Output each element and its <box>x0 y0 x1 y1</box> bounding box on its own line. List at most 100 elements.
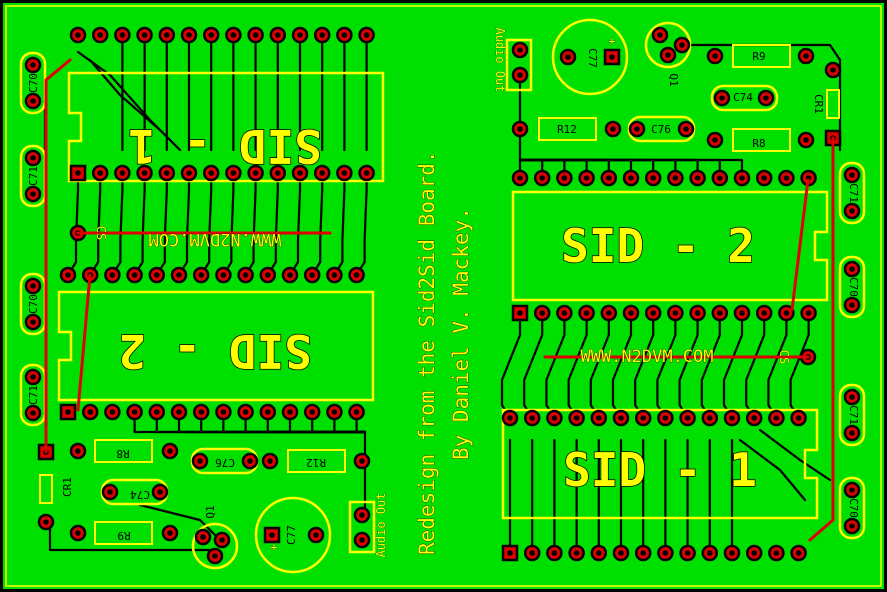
left-c71b-pad-hole <box>30 374 36 380</box>
right-r8-outline <box>732 128 791 152</box>
right-cr1-outline <box>826 89 840 119</box>
left-bus-trace <box>89 171 102 277</box>
right-c77-outline <box>551 18 629 96</box>
right-sid2-top-pin-hole <box>539 175 545 181</box>
right-sid2-bottom-pin-hole <box>539 310 545 316</box>
left-bus-trace <box>355 171 368 277</box>
right-r9-outline <box>732 44 791 68</box>
left-c77-pad-hole <box>269 532 275 538</box>
right-sid1-bottom-pin-hole <box>795 550 802 556</box>
left-c74-pad-hole <box>157 489 163 495</box>
left-sid2-top-pin-hole <box>109 272 116 278</box>
right-sid1-top-pin-hole <box>662 415 669 421</box>
right-q1-pad-hole <box>657 32 663 38</box>
left-cr1-pad-hole <box>43 519 49 525</box>
left-r12-label: R12 <box>306 456 326 469</box>
right-sid1-top-pin-hole <box>773 415 780 421</box>
left-chip1-label: SID - 1 <box>128 119 322 173</box>
left-sid2-top-pin-hole <box>265 272 271 278</box>
right-sid2-top-pin-hole <box>717 175 723 181</box>
left-c77-pad-hole <box>313 532 319 538</box>
right-c70b-pad-hole <box>849 523 855 529</box>
left-sid2-bottom-pin-hole <box>353 409 360 415</box>
right-sid2-bottom-pin-hole <box>694 310 701 316</box>
right-c70b-label: C70 <box>847 498 860 518</box>
left-r9-pad-hole <box>167 530 173 536</box>
right-audio-pad-hole <box>517 47 523 53</box>
left-r12-pad-hole <box>359 458 365 464</box>
left-c74-pad-hole <box>107 489 113 495</box>
left-r9-pad-hole <box>75 530 81 536</box>
left-c71b-pad-hole <box>30 410 36 416</box>
left-c70a-label: C70 <box>27 73 40 93</box>
left-c70a-pad-hole <box>30 98 36 104</box>
left-sid2-outline <box>57 290 375 402</box>
left-sid2-top-pin-hole <box>176 272 182 278</box>
left-sid1-bottom-pin-hole <box>75 170 81 176</box>
left-c77-outline <box>254 496 332 574</box>
left-sid1-bottom-pin-hole <box>252 170 259 176</box>
right-r9-pad-hole <box>803 53 809 59</box>
right-chip2-label: SID - 2 <box>561 219 755 273</box>
right-audio-pad-hole <box>517 72 523 78</box>
left-diag-trace <box>88 58 162 132</box>
left-bus-trace <box>244 171 257 277</box>
right-sid2-bottom-pin-hole <box>761 310 767 316</box>
right-sid2-bottom-pin-hole <box>561 310 568 316</box>
right-sid2-top-pin-hole <box>561 175 568 181</box>
left-c77-label: C77 <box>285 525 298 545</box>
left-sid1-bottom-pin-hole <box>319 170 326 176</box>
right-sid1-bottom-pin-hole <box>662 550 669 556</box>
left-sid2-top-pin-hole <box>131 272 138 278</box>
left-r8-pad-hole <box>75 448 81 454</box>
left-sid2-bottom-pin-hole <box>220 409 227 415</box>
left-q1-pad-hole <box>200 534 206 540</box>
left-audio-pad-hole <box>359 512 365 518</box>
right-sid1-top-pin-hole <box>729 415 735 421</box>
left-sid1-bottom-pin-hole <box>97 170 103 176</box>
right-q1-pad-hole <box>665 52 671 58</box>
left-cr1-label: CR1 <box>61 477 74 497</box>
right-url-label: WWW.N2DVM.COM <box>580 347 713 367</box>
left-sid2-top-pin-hole <box>65 272 71 278</box>
left-sid2-bottom-pin-hole <box>65 409 71 415</box>
left-sid1-top-pin-hole <box>275 32 281 38</box>
left-sid1-bottom-pin-hole <box>230 170 237 176</box>
right-audio-out-label: Audio Out <box>493 27 507 92</box>
left-sid1-bottom-pin-hole <box>208 170 214 176</box>
left-bus-trace <box>333 171 346 277</box>
left-sid2-bottom-pin-hole <box>331 409 338 415</box>
right-c71b-pad-hole <box>849 430 855 436</box>
right-diag-trace <box>758 428 832 482</box>
right-r8-pad-hole <box>803 137 809 143</box>
left-cs-label: CS <box>94 226 108 240</box>
left-sid1-top-pin-hole <box>119 32 126 38</box>
right-c71b-outline <box>838 383 866 447</box>
right-sid1-top-pin-hole <box>507 415 513 421</box>
left-sid1-top-pin-hole <box>230 32 237 38</box>
credits-line1: Redesign from the Sid2Sid Board. <box>415 150 439 555</box>
right-sid1-bottom-pin-hole <box>507 550 513 556</box>
right-c71a-label: C71 <box>847 183 860 203</box>
right-c74-pad-hole <box>763 95 769 101</box>
right-sid1-bottom-pin-hole <box>707 550 713 556</box>
left-sid1-bottom-pin-hole <box>164 170 170 176</box>
left-audio-out-label: Audio Out <box>374 492 388 557</box>
left-sid2-bottom-pin-hole <box>154 409 160 415</box>
left-bus-trace <box>222 171 235 277</box>
right-c74-outline <box>710 84 779 112</box>
left-sid1-bottom-pin-hole <box>297 170 303 176</box>
left-sid2-top-pin-hole <box>220 272 227 278</box>
left-sid1-top-pin-hole <box>297 32 303 38</box>
right-r12-label: R12 <box>557 123 577 136</box>
right-c70a-outline <box>838 255 866 319</box>
left-r8-outline <box>94 439 153 463</box>
right-sid2-bottom-pin-hole <box>628 310 634 316</box>
left-audio-connector <box>348 500 376 554</box>
right-sid2-outline <box>511 190 829 302</box>
credits-line2: By Daniel V. Mackey. <box>449 207 473 460</box>
right-c74-label: C74 <box>733 91 753 104</box>
left-sid2-bottom-pin-hole <box>265 409 271 415</box>
right-sid1-top-pin-hole <box>551 415 558 421</box>
right-r9-label: R9 <box>752 50 765 63</box>
